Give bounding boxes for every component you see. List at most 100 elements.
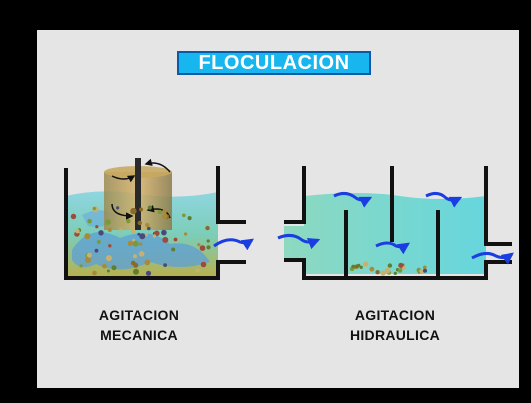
hydraulic-caption-line1: AGITACION <box>354 307 436 323</box>
mechanical-caption-line2: MECANICA <box>100 327 178 343</box>
floc-particle <box>147 226 151 231</box>
flow-arrow <box>277 233 321 250</box>
flow-arrow <box>375 241 410 255</box>
floc-particle <box>87 218 92 224</box>
tank-water <box>284 193 486 274</box>
floc-particles <box>349 261 427 276</box>
floc-particle <box>139 207 144 212</box>
floc-particle <box>419 269 424 274</box>
rotation-arrow <box>111 203 134 220</box>
tank-wall <box>216 166 246 224</box>
floc-particle <box>423 268 427 273</box>
floc-particle <box>138 242 143 246</box>
floc-particle <box>369 266 375 272</box>
floc-particle <box>199 245 206 251</box>
floc-particle <box>92 206 96 211</box>
floc-particle <box>162 236 169 243</box>
rotation-arrow <box>144 158 171 173</box>
flow-arrow <box>471 251 514 265</box>
floc-particle <box>398 262 404 268</box>
floc-particle <box>362 261 369 267</box>
floc-particle <box>393 271 397 275</box>
floc-particle <box>187 216 192 221</box>
floc-particle <box>102 263 107 269</box>
floc-particle <box>107 228 112 232</box>
tank-wall <box>64 168 246 280</box>
hydraulic-caption-line2: HIDRAULICA <box>349 327 441 343</box>
floc-particle <box>92 270 97 276</box>
hydraulic-caption: AGITACION HIDRAULICA <box>320 305 470 345</box>
floc-particle <box>86 252 92 258</box>
floc-particle <box>70 213 77 220</box>
floc-particle <box>375 270 380 275</box>
turbulence-blob <box>72 232 210 270</box>
floc-particle <box>197 243 201 247</box>
floc-particle <box>200 261 207 268</box>
floc-particle <box>206 239 210 243</box>
floc-particle <box>96 239 101 244</box>
flow-arrow <box>425 191 463 208</box>
floc-particle <box>105 255 112 262</box>
floc-particle <box>144 233 148 237</box>
floc-particle <box>357 263 361 268</box>
floc-particle <box>106 269 110 273</box>
floc-particle <box>359 265 363 269</box>
flow-arrow <box>333 191 373 208</box>
flow-arrow <box>213 238 254 251</box>
floc-particle <box>130 207 137 215</box>
floc-particle <box>182 213 186 218</box>
floc-particle <box>145 222 150 228</box>
floc-particle <box>387 263 393 268</box>
floc-particle <box>137 232 141 236</box>
floc-particle <box>116 206 120 210</box>
floc-particle <box>133 262 139 268</box>
floc-particle <box>397 268 403 273</box>
floc-particle <box>126 219 131 224</box>
floc-particle <box>138 251 145 257</box>
floc-particle <box>163 263 168 267</box>
floc-particle <box>108 244 112 248</box>
floc-particles <box>70 205 211 276</box>
floc-particle <box>75 228 80 234</box>
floc-particle <box>380 270 386 276</box>
floc-particle <box>152 234 157 238</box>
mechanical-tank <box>64 158 254 280</box>
floc-particle <box>147 205 152 210</box>
mechanical-caption-line1: AGITACION <box>98 307 180 323</box>
floc-particle <box>98 230 104 236</box>
floc-particle <box>95 225 99 229</box>
floc-particle <box>384 267 391 274</box>
floc-particle <box>111 265 117 271</box>
floc-particle <box>94 248 99 253</box>
floc-particle <box>162 208 167 214</box>
floc-particle <box>84 233 91 240</box>
hydraulic-tank <box>277 166 514 280</box>
rotation-arrow <box>111 175 136 183</box>
mixer-shaft <box>135 158 141 230</box>
floc-particle <box>132 254 138 259</box>
floc-particle <box>162 213 168 220</box>
mechanical-caption: AGITACION MECANICA <box>64 305 214 345</box>
floc-particle <box>157 209 163 215</box>
floc-particle <box>161 229 167 236</box>
floc-particle <box>195 268 200 273</box>
floc-particle <box>171 247 176 252</box>
floc-particle <box>132 240 139 247</box>
floc-particle <box>144 259 151 266</box>
slide-title: FLOCULACION <box>177 51 371 75</box>
floc-particle <box>105 219 111 225</box>
floc-particle <box>79 264 83 268</box>
floc-particle <box>173 237 178 242</box>
floc-particle <box>139 233 146 240</box>
tank-wall <box>484 166 512 246</box>
floc-particle <box>422 265 427 270</box>
floc-particle <box>205 225 210 231</box>
floc-particle <box>206 245 211 250</box>
floc-particle <box>145 270 152 276</box>
floc-particle <box>137 220 142 226</box>
floc-particle <box>119 228 123 232</box>
floc-particle <box>184 232 188 236</box>
tank-wall <box>284 166 306 224</box>
floc-particle <box>130 229 136 235</box>
